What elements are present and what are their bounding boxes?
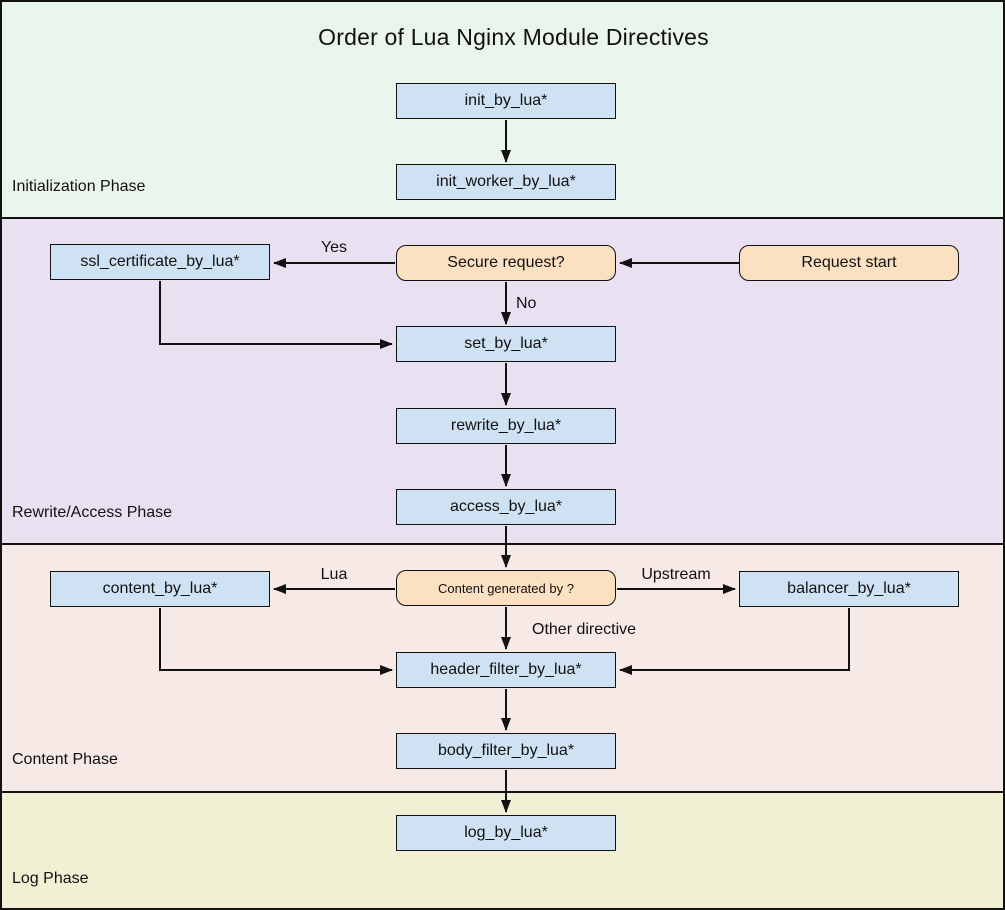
node-init-by-lua: init_by_lua* [396, 83, 616, 119]
edge-label-other-directive: Other directive [532, 621, 637, 638]
phase-label-initialization: Initialization Phase [12, 178, 146, 195]
decision-secure-request: Secure request? [396, 245, 616, 281]
node-set-by-lua: set_by_lua* [396, 326, 616, 362]
diagram-title: Order of Lua Nginx Module Directives [318, 24, 709, 50]
node-header-filter-by-lua: header_filter_by_lua* [396, 652, 616, 688]
edge-label-yes: Yes [320, 239, 348, 256]
node-content-by-lua: content_by_lua* [50, 571, 270, 607]
node-balancer-by-lua: balancer_by_lua* [739, 571, 959, 607]
node-init-worker-by-lua: init_worker_by_lua* [396, 164, 616, 200]
edge-label-lua: Lua [320, 566, 348, 583]
edge-label-no: No [516, 295, 537, 312]
node-ssl-certificate-by-lua: ssl_certificate_by_lua* [50, 244, 270, 280]
node-rewrite-by-lua: rewrite_by_lua* [396, 408, 616, 444]
phase-label-log: Log Phase [12, 870, 89, 887]
node-log-by-lua: log_by_lua* [396, 815, 616, 851]
edge-label-upstream: Upstream [641, 566, 711, 583]
phase-label-content: Content Phase [12, 751, 118, 768]
decision-content-generated-by: Content generated by ? [396, 570, 616, 606]
node-access-by-lua: access_by_lua* [396, 489, 616, 525]
phase-label-rewrite-access: Rewrite/Access Phase [12, 504, 173, 521]
node-request-start: Request start [739, 245, 959, 281]
node-body-filter-by-lua: body_filter_by_lua* [396, 733, 616, 769]
